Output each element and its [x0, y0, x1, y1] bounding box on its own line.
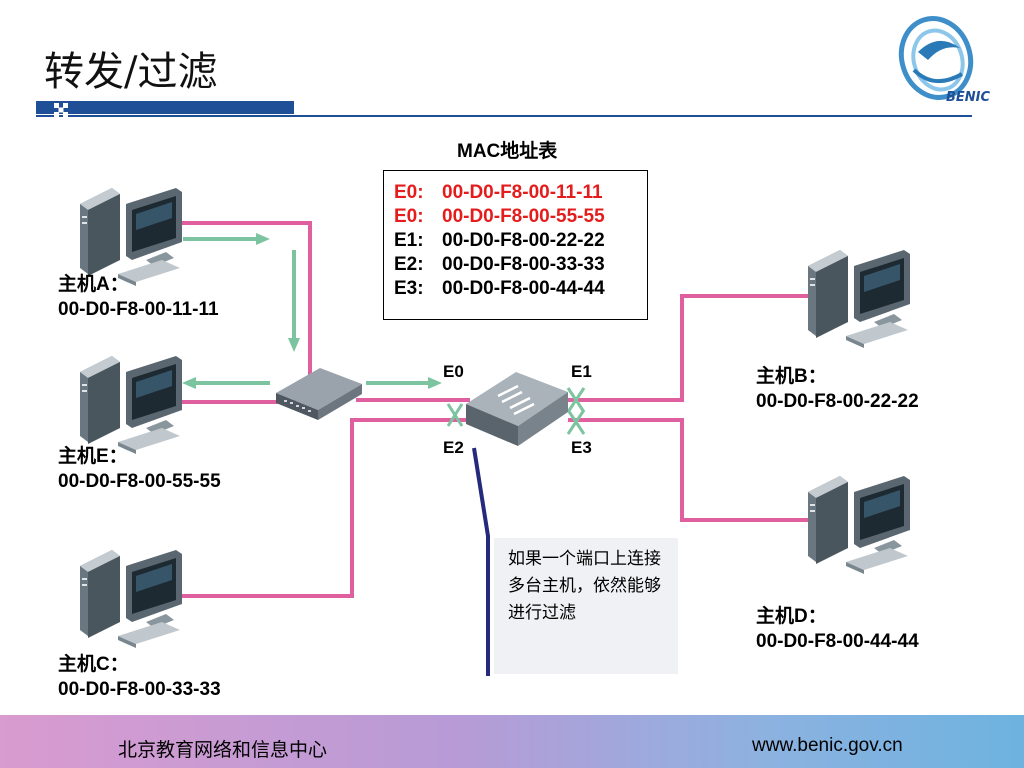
- traffic-arrows: [182, 233, 442, 389]
- port-label-e0: E0: [443, 362, 464, 381]
- host-b-name: 主机B：: [756, 366, 827, 387]
- host-b-label: 主机B： 00-D0-F8-00-22-22: [756, 364, 919, 414]
- arrow-down-icon: [288, 338, 300, 352]
- host-e-label: 主机E： 00-D0-F8-00-55-55: [58, 444, 221, 494]
- block-markers: [446, 387, 586, 435]
- host-c-computer-icon: [80, 550, 182, 648]
- callout-pointer: [472, 447, 490, 676]
- arrow-left-icon: [182, 377, 196, 389]
- mac-table: E0: 00-D0-F8-00-11-11 E0: 00-D0-F8-00-55…: [383, 170, 648, 320]
- port-label-e3: E3: [571, 438, 592, 457]
- host-c-name: 主机C：: [58, 654, 129, 675]
- bullet-mark-icon: [54, 103, 68, 117]
- slide-title: 转发/过滤: [44, 49, 218, 95]
- title-rule-thin: [36, 115, 972, 117]
- footer-url[interactable]: www.benic.gov.cn: [752, 735, 903, 756]
- logo-text: BENIC: [946, 90, 991, 105]
- host-d-mac: 00-D0-F8-00-44-44: [756, 631, 919, 652]
- host-c-mac: 00-D0-F8-00-33-33: [58, 679, 221, 700]
- host-d-computer-icon: [808, 476, 910, 574]
- hub-icon: [276, 368, 362, 420]
- mac-table-row: E3: 00-D0-F8-00-44-44: [394, 278, 605, 299]
- link-host-a-hub: [160, 221, 312, 395]
- host-e-computer-icon: [80, 356, 182, 454]
- link-e2-host-c: [170, 418, 470, 598]
- host-b-computer-icon: [808, 250, 910, 348]
- benic-logo-icon: [898, 16, 974, 100]
- network-diagram: [80, 188, 910, 676]
- footer-bar: [0, 715, 1024, 768]
- link-lines: [160, 221, 810, 598]
- host-b-mac: 00-D0-F8-00-22-22: [756, 391, 919, 412]
- arrow-right-icon: [256, 233, 270, 245]
- arrow-right-icon: [428, 377, 442, 389]
- host-d-label: 主机D： 00-D0-F8-00-44-44: [756, 604, 919, 654]
- link-e1-host-b: [568, 294, 810, 402]
- port-label-e1: E1: [571, 362, 592, 381]
- host-e-name: 主机E：: [58, 446, 128, 467]
- footer-org: 北京教育网络和信息中心: [118, 739, 328, 761]
- host-e-mac: 00-D0-F8-00-55-55: [58, 471, 221, 492]
- mac-table-row: E0: 00-D0-F8-00-55-55: [394, 206, 605, 227]
- host-a-name: 主机A：: [58, 274, 129, 295]
- link-e3-host-d: [568, 418, 810, 522]
- mac-table-row: E0: 00-D0-F8-00-11-11: [394, 182, 603, 203]
- host-d-name: 主机D：: [756, 606, 827, 627]
- host-a-mac: 00-D0-F8-00-11-11: [58, 299, 219, 320]
- switch-icon: [466, 372, 568, 446]
- host-c-label: 主机C： 00-D0-F8-00-33-33: [58, 652, 221, 702]
- callout-note: 如果一个端口上连接多台主机，依然能够进行过滤: [494, 538, 678, 674]
- mac-table-row: E2: 00-D0-F8-00-33-33: [394, 254, 605, 275]
- mac-table-title: MAC地址表: [457, 141, 558, 162]
- host-a-label: 主机A： 00-D0-F8-00-11-11: [58, 272, 219, 322]
- title-rule-thick: [36, 101, 294, 114]
- mac-table-row: E1: 00-D0-F8-00-22-22: [394, 230, 605, 251]
- port-label-e2: E2: [443, 438, 464, 457]
